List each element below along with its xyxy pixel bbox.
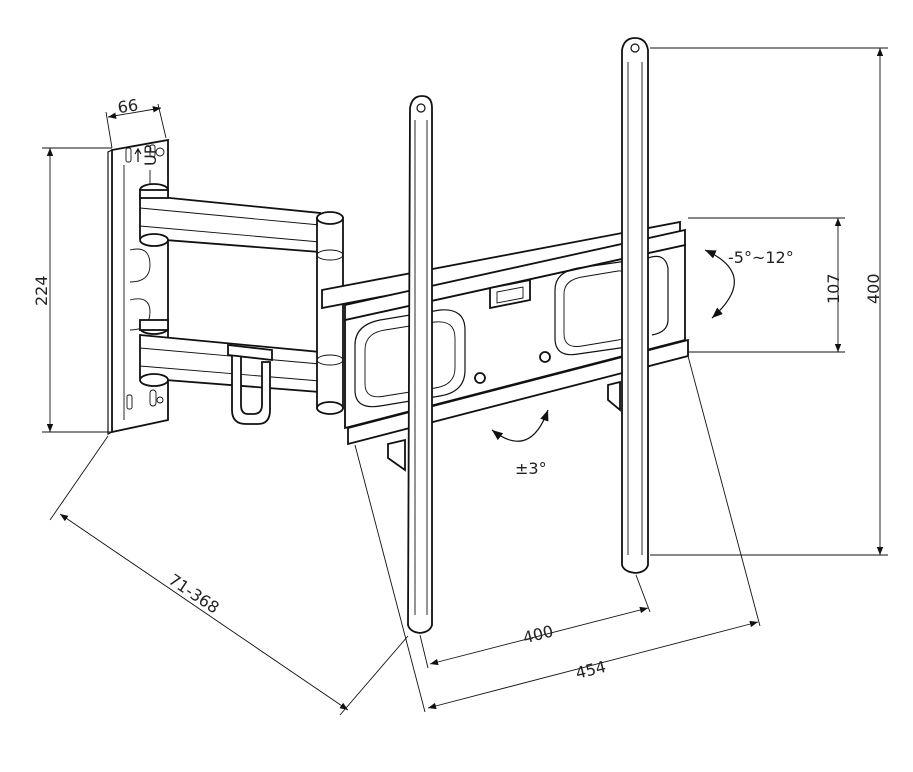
dim-wall-plate-height: 224 [32, 147, 112, 433]
svg-text:71-368: 71-368 [165, 570, 223, 617]
wall-plate-up-marking: UP [141, 144, 160, 166]
dim-rail-height: 107 [688, 217, 845, 353]
svg-text:66: 66 [116, 95, 139, 117]
dim-arm-extension: 71-368 [49, 435, 409, 716]
up-arrow-icon [134, 147, 142, 162]
right-vertical-bracket [621, 37, 649, 574]
swivel-level-label: ±3° [515, 459, 547, 478]
svg-text:224: 224 [32, 275, 51, 306]
svg-text:400: 400 [864, 273, 883, 304]
tilt-range-label: -5°~12° [728, 248, 794, 267]
dim-wall-plate-width: 66 [105, 95, 167, 149]
svg-text:454: 454 [574, 657, 608, 683]
left-vertical-bracket [407, 95, 433, 634]
svg-text:400: 400 [521, 622, 555, 648]
articulating-arms [139, 183, 344, 425]
dim-vesa-width: 400 [419, 574, 651, 669]
swivel-arrow-icon [491, 409, 549, 442]
tilt-arrow-icon [704, 249, 735, 319]
dim-bracket-height: 400 [650, 47, 888, 556]
svg-text:107: 107 [824, 273, 843, 304]
